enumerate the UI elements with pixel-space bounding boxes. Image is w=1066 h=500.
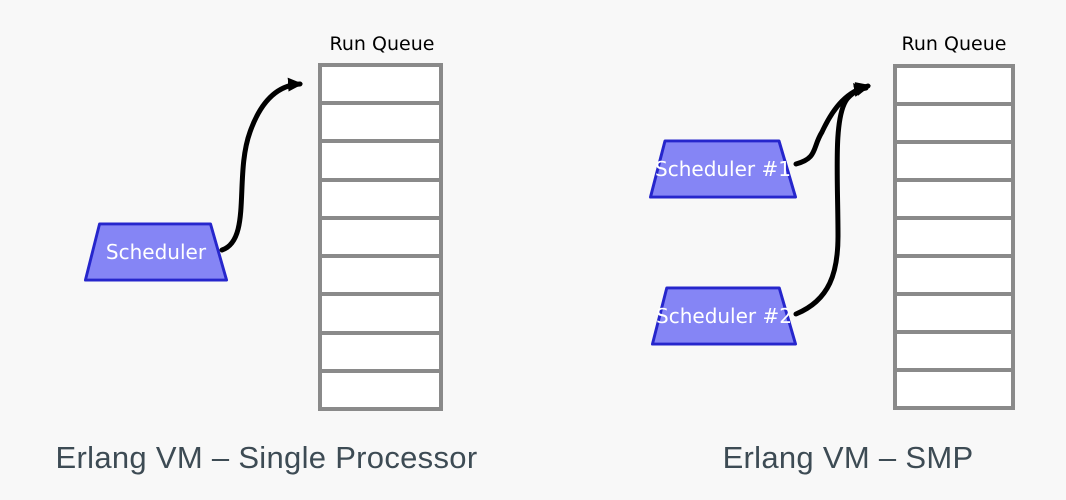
trapezoid-shape (83, 222, 229, 282)
scheduler-node: Scheduler #1 (648, 139, 798, 199)
run-queue-cell (897, 296, 1011, 330)
run-queue-cell (897, 106, 1011, 140)
run-queue (318, 63, 443, 411)
run-queue-cell (322, 372, 439, 407)
run-queue-cell (897, 182, 1011, 216)
run-queue-cell (322, 258, 439, 293)
scheduler-label: Scheduler (105, 240, 207, 264)
run-queue-cell (322, 105, 439, 140)
run-queue-cell (897, 68, 1011, 102)
run-queue (893, 64, 1015, 410)
run-queue-cell (897, 372, 1011, 406)
run-queue-cell (322, 219, 439, 255)
run-queue-title: Run Queue (901, 33, 1007, 55)
scheduler-node: Scheduler #2 (650, 286, 798, 346)
trapezoid-shape (649, 139, 797, 199)
run-queue-title: Run Queue (329, 33, 435, 55)
arrow-scheduler2-to-queue (793, 83, 869, 317)
scheduler-node: Scheduler (83, 222, 229, 282)
trapezoid-shape (650, 286, 798, 346)
scheduler-label: Scheduler #1 (655, 157, 791, 181)
run-queue-cell (897, 144, 1011, 178)
run-queue-cell (322, 296, 439, 331)
run-queue-cell (897, 220, 1011, 254)
run-queue-cell (897, 334, 1011, 368)
run-queue-cell (322, 67, 439, 102)
diagram-caption-single: Erlang VM – Single Processor (55, 440, 478, 475)
run-queue-cell (897, 258, 1011, 292)
scheduler-label: Scheduler #2 (656, 304, 792, 328)
arrow-scheduler1-to-queue (793, 82, 871, 167)
run-queue-cell (322, 334, 439, 369)
arrow-scheduler-to-queue (219, 77, 303, 253)
diagram-caption-smp: Erlang VM – SMP (722, 440, 974, 475)
run-queue-cell (322, 181, 439, 216)
run-queue-cell (322, 143, 439, 178)
